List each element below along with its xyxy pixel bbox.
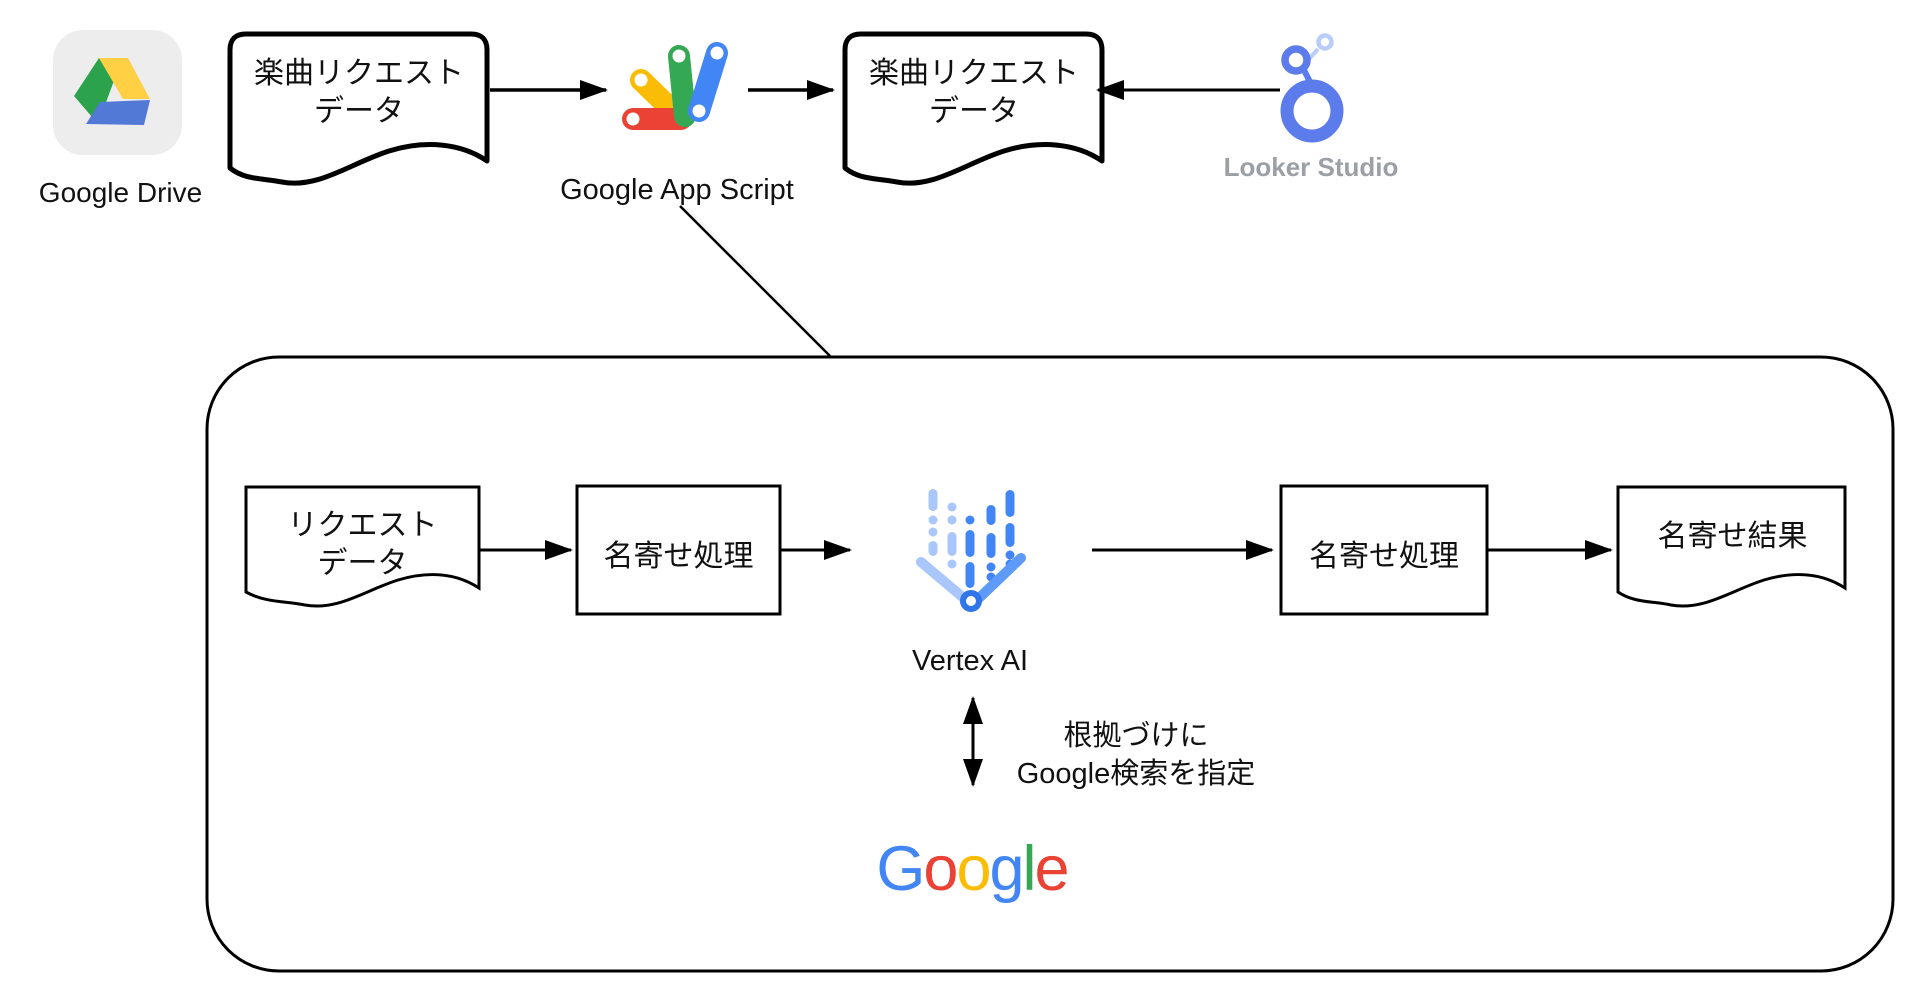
request-doc-line2: データ [317,547,408,580]
vertex-ai-label-text: Vertex AI [911,645,1029,677]
vertex-ai-label: Vertex AI [860,645,1080,678]
google-logo-letter: e [1034,834,1070,904]
appscript-to-container-line [679,205,831,357]
request-doc-label: リクエスト データ [246,507,479,583]
music-request-doc-1-label: 楽曲リクエスト データ [232,55,486,131]
appscript-green-pill [668,45,696,127]
dedupe-box-1-label-text: 名寄せ処理 [603,540,754,573]
process-box-dedupe-1 [575,484,782,616]
drive-icon-tile [53,30,182,155]
doc2-line2: データ [929,95,1019,128]
doc1-line1: 楽曲リクエスト [254,57,464,90]
drive-green-stripe [74,58,115,124]
dedupe-box-1-label: 名寄せ処理 [577,531,780,575]
google-drive-label-text: Google Drive [38,177,203,208]
doc-shape-dedupe-result [1616,485,1847,608]
looker-small-ring [1316,33,1334,51]
google-logo-letter: g [989,834,1025,904]
looker-studio-label: Looker Studio [1210,152,1412,183]
process-box-dedupe-2 [1279,484,1489,616]
drive-yellow-stripe [99,58,150,99]
google-app-script-label: Google App Script [527,174,827,207]
grounding-note-line1: 根拠づけに [1063,720,1209,752]
google-logo-letter: o [923,834,958,904]
google-logo-letter: o [956,834,991,904]
vertex-ai-icon [916,489,1026,612]
doc2-line1: 楽曲リクエスト [869,57,1079,90]
google-drive-label: Google Drive [18,177,223,209]
dedupe-result-doc-label: 名寄せ結果 [1620,511,1845,555]
doc-shape-request-data [244,485,481,608]
looker-studio-icon [1280,33,1344,143]
vertex-light-dots [928,489,957,569]
looker-mid-ring [1281,45,1311,75]
google-app-script-icon [622,42,728,130]
appscript-pill-holes [626,46,724,126]
drive-blue-stripe [86,100,150,125]
grounding-note: 根拠づけに Google検索を指定 [961,717,1311,793]
request-doc-line1: リクエスト [287,509,438,542]
doc1-line2: データ [314,95,404,128]
google-logo-letter: G [876,834,925,904]
vertex-left-arm [916,557,971,605]
vertex-right-arm [972,553,1026,605]
google-app-script-label-text: Google App Script [560,174,794,206]
dedupe-result-doc-label-text: 名寄せ結果 [1657,520,1808,553]
google-drive-icon [53,30,182,155]
google-logo-letter: l [1022,834,1037,904]
dedupe-box-2-label-text: 名寄せ処理 [1309,540,1459,573]
music-request-doc-2-label: 楽曲リクエスト データ [847,55,1101,131]
grounding-note-line2: Google検索を指定 [1016,758,1256,790]
appscript-blue-pill [688,42,728,122]
vertex-apex-ring [960,590,982,612]
google-logo: Google [852,833,1092,905]
looker-studio-label-text: Looker Studio [1223,152,1399,182]
dedupe-box-2-label: 名寄せ処理 [1281,531,1487,575]
doc-shape-music-request-1 [227,31,490,186]
looker-big-ring [1280,79,1344,143]
